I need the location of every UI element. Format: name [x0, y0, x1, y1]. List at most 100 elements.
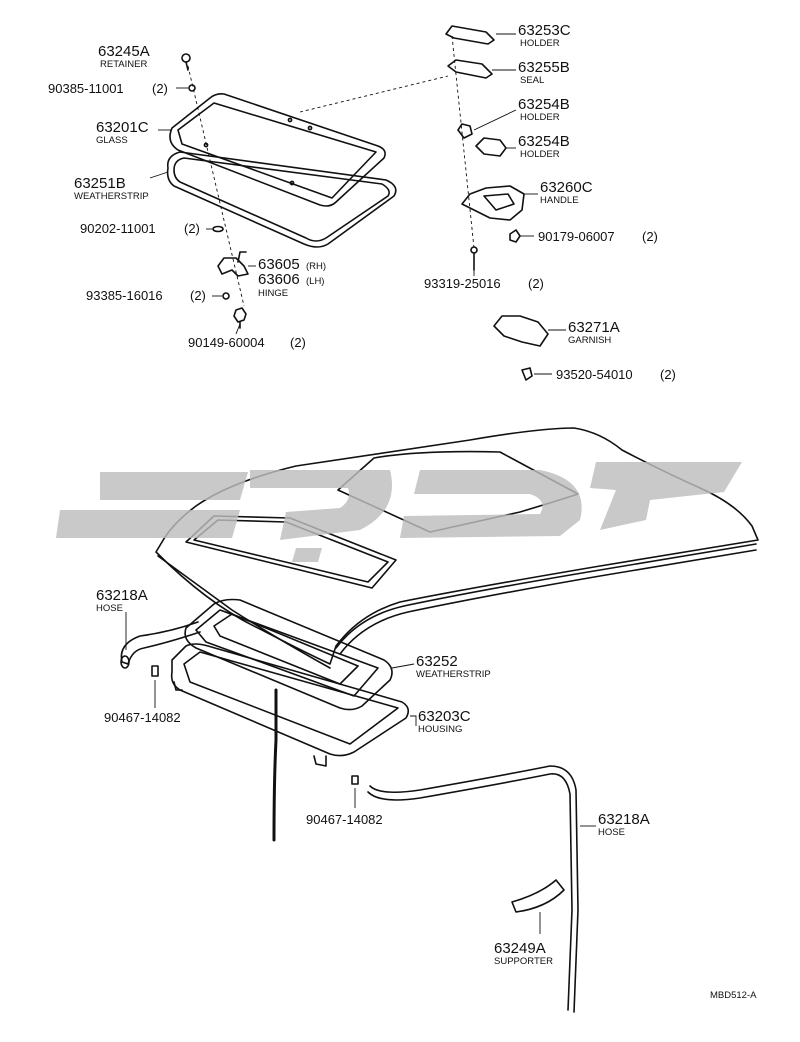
part-name: SEAL	[520, 75, 544, 86]
screw-90179	[509, 229, 521, 243]
part-name: RETAINER	[100, 59, 147, 70]
hinge-part	[217, 251, 249, 277]
part-name: HOSE	[598, 827, 625, 838]
screw-90385	[188, 84, 196, 92]
label-63218a-left: 63218A HOSE	[96, 587, 148, 614]
part-qty: (2)	[184, 221, 200, 236]
glass-panel	[169, 93, 386, 207]
label-63249a: 63249A SUPPORTER	[494, 940, 553, 967]
assembly-line-3	[451, 35, 475, 249]
screw-93319	[470, 246, 478, 271]
label-90202: 90202-11001 (2)	[80, 221, 200, 236]
part-name: HOUSING	[418, 724, 462, 735]
screw-93520	[521, 367, 533, 381]
seal-63255b	[447, 59, 493, 79]
part-qty: (2)	[152, 81, 168, 96]
label-63201c: 63201C GLASS	[96, 119, 149, 146]
part-qty: (2)	[660, 367, 676, 382]
label-63245a: 63245A RETAINER	[98, 43, 150, 70]
label-hinge: 63605 (RH) 63606 (LH) HINGE	[258, 256, 326, 299]
part-number: 93385-16016	[86, 288, 163, 303]
part-name: HOSE	[96, 603, 123, 614]
part-number: 63218A	[96, 587, 148, 604]
part-name: HANDLE	[540, 195, 579, 206]
drain-tube-left	[272, 688, 278, 842]
part-number: 63260C	[540, 179, 593, 196]
hose-left	[120, 621, 201, 669]
part-number: 90385-11001	[48, 81, 124, 96]
leader-lines	[125, 33, 596, 934]
part-qty: (2)	[190, 288, 206, 303]
part-qty: (2)	[290, 335, 306, 350]
garnish-63271a	[493, 315, 549, 347]
holder-63254b-1	[457, 123, 473, 139]
part-number: 90467-14082	[104, 710, 181, 725]
label-63251b: 63251B WEATHERSTRIP	[74, 175, 149, 202]
clip-right	[351, 775, 359, 785]
part-number: 63251B	[74, 175, 126, 192]
part-name: WEATHERSTRIP	[416, 669, 491, 680]
part-name: HOLDER	[520, 38, 560, 49]
part-name: SUPPORTER	[494, 956, 553, 967]
label-93385: 93385-16016 (2)	[86, 288, 206, 303]
washer-90202	[212, 225, 224, 233]
assembly-line-1	[187, 65, 245, 307]
part-name: HOLDER	[520, 112, 560, 123]
part-number: 63254B	[518, 133, 570, 150]
weatherstrip-63252	[184, 598, 393, 711]
part-number: 63203C	[418, 708, 471, 725]
part-number: 63253C	[518, 22, 571, 39]
housing-63203c	[170, 643, 410, 767]
part-number: 63249A	[494, 940, 546, 957]
part-number: 90149-60004	[188, 335, 265, 350]
label-63260c: 63260C HANDLE	[540, 179, 593, 206]
label-63271a: 63271A GARNISH	[568, 319, 620, 346]
part-number: 63255B	[518, 59, 570, 76]
part-name: GLASS	[96, 135, 128, 146]
part-number: 63271A	[568, 319, 620, 336]
part-name: GARNISH	[568, 335, 611, 346]
holder-63254b-2	[475, 137, 507, 157]
part-number: 63201C	[96, 119, 149, 136]
part-number: 63606	[258, 271, 300, 288]
diagram-code: MBD512-A	[710, 990, 757, 1001]
retainer-part	[181, 53, 191, 71]
weatherstrip-63251b	[166, 151, 397, 248]
watermark-logo	[56, 462, 742, 562]
label-63255b: 63255B SEAL	[518, 59, 570, 86]
holder-63253c	[445, 25, 495, 45]
label-63254b-2: 63254B HOLDER	[518, 133, 570, 160]
part-name: HINGE	[258, 288, 288, 299]
assembly-line-2	[299, 75, 449, 113]
label-63253c: 63253C HOLDER	[518, 22, 571, 49]
part-name: WEATHERSTRIP	[74, 191, 149, 202]
part-number: 63254B	[518, 96, 570, 113]
label-90467-right: 90467-14082	[306, 812, 383, 827]
label-63218a-right: 63218A HOSE	[598, 811, 650, 838]
clip-left	[151, 665, 159, 677]
label-63254b-1: 63254B HOLDER	[518, 96, 570, 123]
part-number: 63252	[416, 653, 458, 670]
hose-right	[367, 765, 579, 1013]
part-name: HOLDER	[520, 149, 560, 160]
label-93319: 93319-25016 (2)	[424, 276, 544, 291]
screw-93385	[222, 292, 230, 300]
label-90385: 90385-11001 (2)	[48, 81, 168, 96]
part-number: 90467-14082	[306, 812, 383, 827]
part-number: 90202-11001	[80, 221, 156, 236]
label-90467-left: 90467-14082	[104, 710, 181, 725]
part-number: 93520-54010	[556, 367, 633, 382]
label-63203c: 63203C HOUSING	[418, 708, 471, 735]
label-93520: 93520-54010 (2)	[556, 367, 676, 382]
part-number: 93319-25016	[424, 276, 501, 291]
label-90149: 90149-60004 (2)	[188, 335, 306, 350]
part-number: 63245A	[98, 43, 150, 60]
label-63252: 63252 WEATHERSTRIP	[416, 653, 491, 680]
part-suffix: (RH)	[306, 261, 326, 272]
supporter-63249a	[511, 879, 565, 913]
part-qty: (2)	[528, 276, 544, 291]
part-number: 63605	[258, 256, 300, 273]
part-number: 90179-06007	[538, 229, 615, 244]
